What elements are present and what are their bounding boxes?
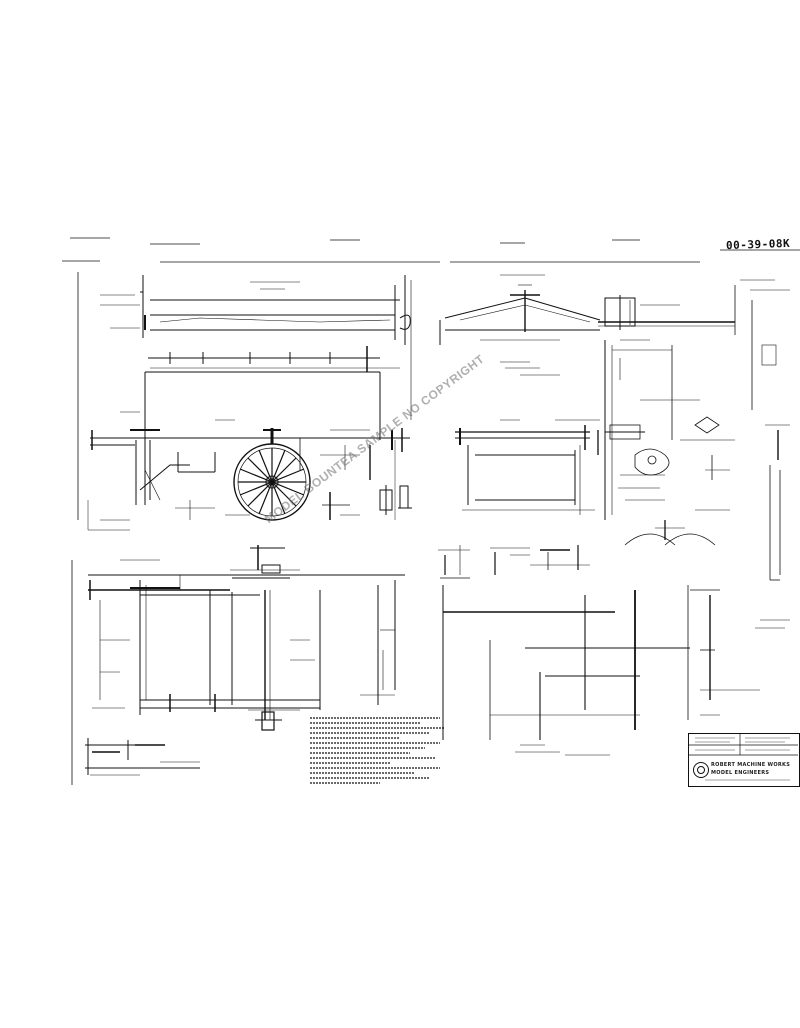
floor-plan-view	[442, 585, 760, 756]
center-details	[230, 485, 412, 579]
right-top-detail	[598, 279, 790, 520]
title-block-lines	[688, 733, 798, 781]
title-block-line2: MODEL ENGINEERS	[711, 770, 770, 776]
roof-end-view	[439, 274, 601, 376]
bracket-details	[605, 416, 790, 629]
side-elevation-view	[87, 371, 410, 531]
company-seal-icon	[693, 762, 709, 778]
plan-view	[88, 559, 405, 731]
general-notes	[310, 717, 445, 784]
end-frame-view	[455, 419, 600, 515]
lower-left-detail	[85, 738, 200, 776]
drawing-number: 00-39-08K	[725, 236, 791, 253]
top-elevation-view	[100, 275, 412, 420]
right-small-details	[438, 545, 590, 579]
title-block: ROBERT MACHINE WORKS MODEL ENGINEERS	[688, 733, 800, 787]
sheet-border-marks	[62, 237, 800, 785]
title-block-line1: ROBERT MACHINE WORKS	[711, 762, 791, 768]
